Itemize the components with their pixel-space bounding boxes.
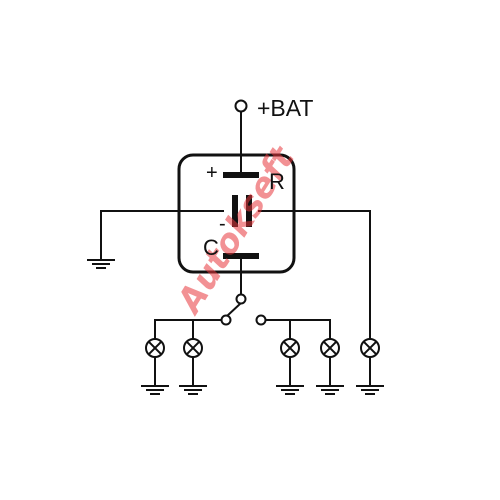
ground-icon — [276, 385, 304, 395]
lamp-icon — [320, 338, 340, 358]
pin-minus-label: - — [219, 213, 226, 235]
r-output-wire — [258, 210, 371, 339]
pin-c-label: C — [203, 235, 219, 260]
switch-pivot — [235, 293, 247, 305]
relay-box — [177, 153, 296, 274]
supply-label: +BAT — [257, 95, 313, 121]
ground-icon — [141, 385, 169, 395]
left-lamp-bus — [154, 319, 222, 339]
right-lamp-bus — [265, 319, 331, 339]
lamp-icon — [145, 338, 165, 358]
ground-icon — [179, 385, 207, 395]
switch-contact-right — [255, 314, 267, 326]
pin-c-bar — [223, 253, 259, 259]
ground-icon — [356, 385, 384, 395]
pin-plus-label: + — [206, 162, 218, 184]
watermark: Autokseft — [168, 138, 304, 322]
ground-icon — [316, 385, 344, 395]
switch-blade — [226, 302, 242, 317]
lamp-icon — [360, 338, 380, 358]
pin-plus-bar — [223, 172, 259, 178]
lamp-icon — [183, 338, 203, 358]
lamp-icon — [280, 338, 300, 358]
ground-icon — [87, 259, 115, 269]
supply-terminal — [234, 99, 248, 113]
ground-wire — [100, 210, 224, 260]
pin-r-bar — [246, 195, 252, 227]
pin-r-label: R — [269, 169, 285, 194]
switch-contact-left — [220, 314, 232, 326]
pin-minus-bar — [232, 195, 238, 227]
